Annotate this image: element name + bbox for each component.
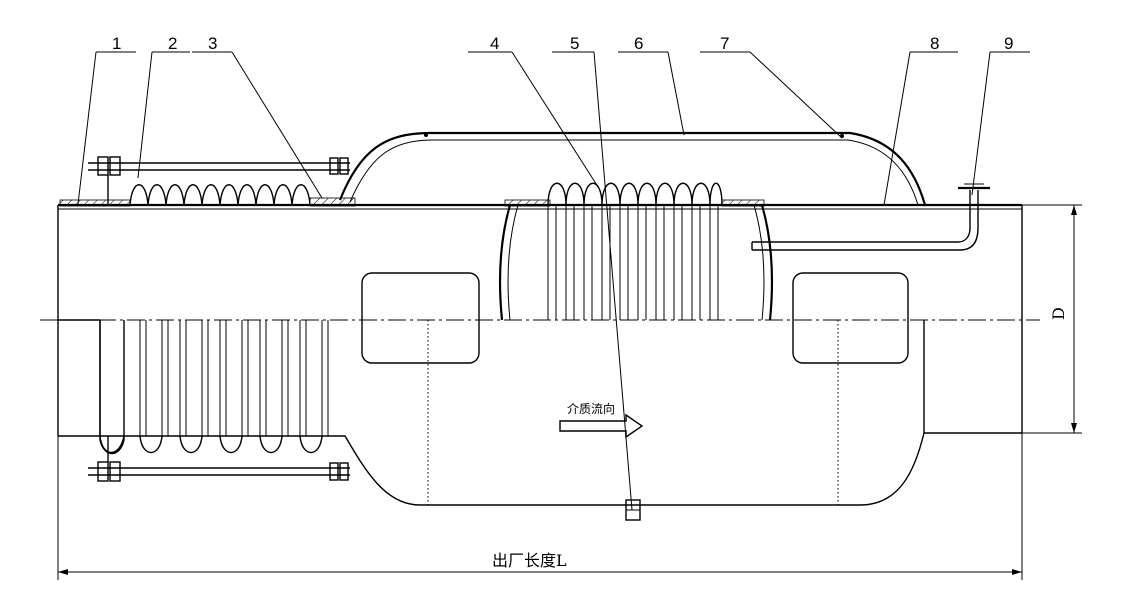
leader-label-2: 2 bbox=[168, 34, 177, 53]
dimension-d-label: D bbox=[1049, 307, 1068, 320]
leader-label-7: 7 bbox=[720, 34, 729, 53]
leader-label-3: 3 bbox=[208, 34, 217, 53]
outer-shell bbox=[338, 131, 927, 206]
flow-direction: 介质流向 bbox=[559, 401, 644, 439]
leader-label-8: 8 bbox=[930, 34, 939, 53]
tie-rod-top bbox=[88, 156, 350, 205]
flow-direction-label: 介质流向 bbox=[567, 401, 615, 416]
drain-pipe bbox=[751, 183, 990, 251]
leader-label-6: 6 bbox=[634, 34, 643, 53]
left-bellows-bottom bbox=[99, 320, 329, 455]
drain-plug bbox=[625, 499, 641, 521]
leader-label-9: 9 bbox=[1004, 34, 1013, 53]
leader-label-4: 4 bbox=[490, 34, 499, 53]
center-bellows bbox=[499, 182, 773, 321]
dimension-l-label: 出厂长度L bbox=[492, 551, 567, 570]
leader-lines bbox=[77, 51, 1030, 511]
dimension-lines: D 出厂长度L bbox=[57, 204, 1082, 580]
left-bellows-top bbox=[59, 184, 356, 207]
leader-labels: 1 2 3 4 5 6 7 8 9 bbox=[77, 34, 1030, 511]
leader-label-5: 5 bbox=[570, 34, 579, 53]
tie-rod-bottom bbox=[88, 436, 350, 482]
inspection-windows bbox=[361, 272, 909, 505]
leader-label-1: 1 bbox=[112, 34, 121, 53]
